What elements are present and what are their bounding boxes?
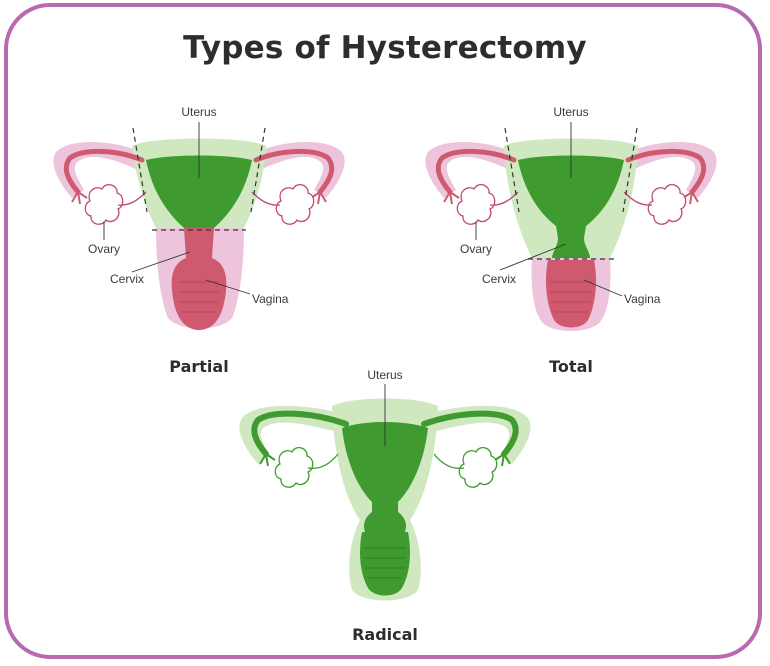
radical-uterus-body: [342, 422, 428, 534]
total-label-uterus: Uterus: [553, 105, 588, 119]
partial-fimbriae-left: [71, 191, 88, 205]
partial-label-vagina: Vagina: [252, 292, 289, 306]
partial-label-cervix: Cervix: [110, 272, 144, 286]
radical-caption: Radical: [352, 625, 418, 644]
page-title: Types of Hysterectomy: [183, 30, 587, 66]
partial-ovary-left: [84, 183, 124, 225]
partial-tube-right: [253, 148, 335, 195]
total-label-ovary: Ovary: [460, 242, 492, 256]
radical-vagina: [360, 532, 410, 596]
total-label-cervix: Cervix: [482, 272, 516, 286]
radical-tube-right: [421, 410, 519, 457]
partial-ovary-right: [275, 183, 315, 225]
total-caption: Total: [549, 357, 593, 376]
partial-uterus-body: [146, 155, 252, 228]
partial-label-ovary: Ovary: [88, 242, 120, 256]
total-tube-right: [625, 148, 707, 195]
total-label-vagina: Vagina: [624, 292, 661, 306]
diagram-partial: Uterus Ovary Cervix Vagina Partial: [53, 105, 345, 376]
diagram-total: Uterus Ovary Cervix Vagina Total: [425, 105, 717, 376]
partial-label-uterus: Uterus: [181, 105, 216, 119]
partial-cervix-vagina: [171, 228, 227, 330]
total-ovary-left: [456, 183, 496, 225]
radical-label-uterus: Uterus: [367, 368, 402, 382]
diagram-radical: Uterus Radical: [239, 368, 531, 644]
radical-tube-left: [251, 410, 349, 457]
partial-tube-left: [63, 148, 145, 195]
total-uterus-body: [518, 155, 624, 258]
total-tube-left: [435, 148, 517, 195]
total-vagina: [546, 260, 596, 328]
radical-ovary-right: [458, 446, 498, 488]
partial-caption: Partial: [169, 357, 228, 376]
radical-ovary-left: [274, 446, 314, 488]
total-ovary-right: [647, 183, 687, 225]
